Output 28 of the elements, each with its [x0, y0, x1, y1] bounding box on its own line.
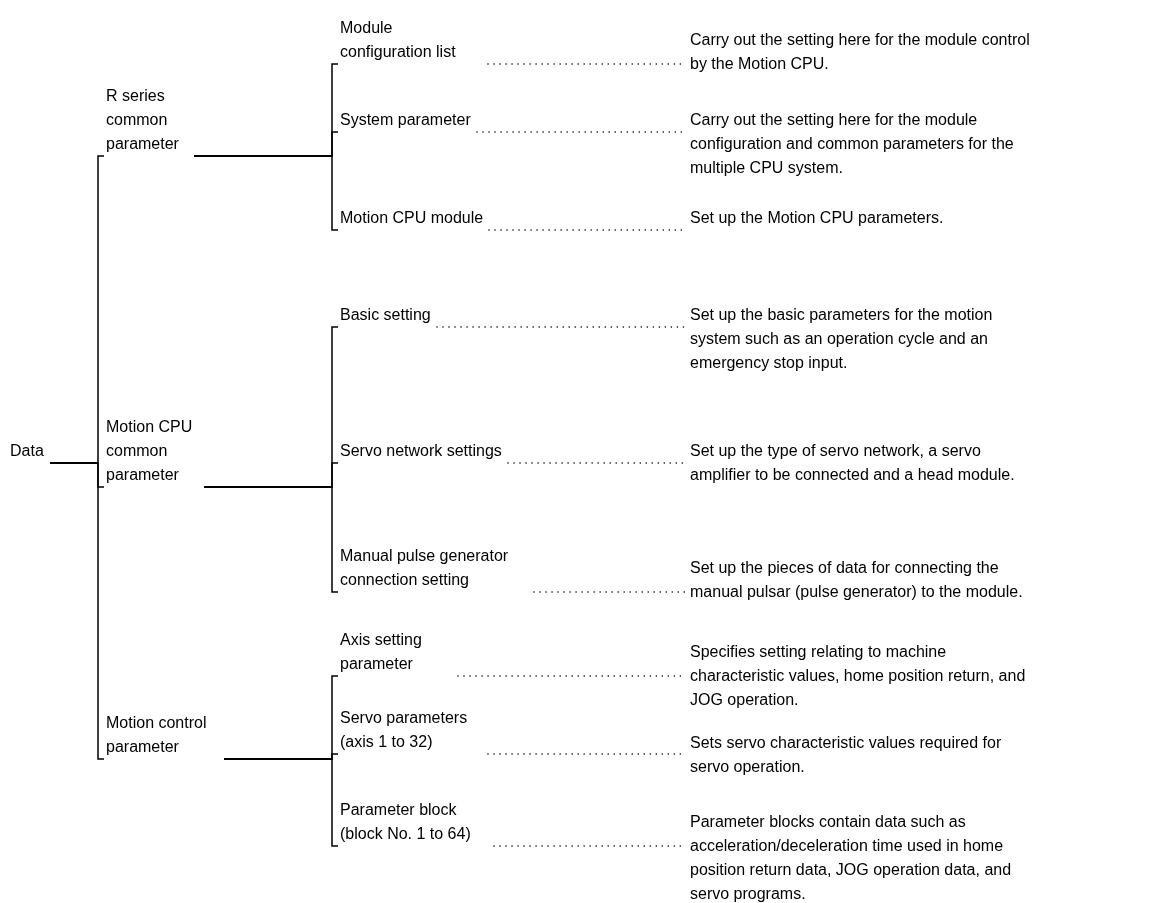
description-text: Set up the pieces of data for connecting the manual pulsar (pulse generator) to the module.: [690, 556, 1040, 604]
dotted-leader-line: [436, 326, 687, 328]
category-label: Motion control parameter: [106, 711, 218, 759]
category-label: R series common parameter: [106, 84, 188, 156]
description-text: Carry out the setting here for the module configuration and common parameters for the multiple CPU system.: [690, 108, 1040, 180]
item-label: Manual pulse generator connection setting: [340, 544, 528, 592]
item-label: Servo parameters (axis 1 to 32): [340, 706, 482, 754]
description-text: Sets servo characteristic values required for servo operation.: [690, 731, 1040, 779]
tree-connector: [223, 758, 339, 847]
description-text: Parameter blocks contain data such as acceleration/deceleration time used in home position return data, JOG operation data, and servo programs.: [690, 810, 1040, 903]
dotted-leader-line: [533, 591, 687, 593]
item-label: System parameter: [340, 108, 471, 132]
description-text: Specifies setting relating to machine characteristic values, home position return, and JOG operation.: [690, 640, 1040, 712]
root-label: Data: [10, 439, 44, 463]
item-label: Basic setting: [340, 303, 431, 327]
description-text: Set up the type of servo network, a servo amplifier to be connected and a head module.: [690, 439, 1040, 487]
item-label: Servo network settings: [340, 439, 502, 463]
description-text: Set up the Motion CPU parameters.: [690, 206, 1040, 230]
item-label: Axis setting parameter: [340, 628, 452, 676]
item-label: Module configuration list: [340, 16, 482, 64]
tree-connector: [49, 462, 105, 760]
item-label: Parameter block (block No. 1 to 64): [340, 798, 488, 846]
tree-connector: [193, 155, 339, 231]
description-text: Carry out the setting here for the module control by the Motion CPU.: [690, 28, 1040, 76]
item-label: Motion CPU module: [340, 206, 484, 230]
tree-connector: [203, 486, 339, 593]
description-text: Set up the basic parameters for the motion system such as an operation cycle and an emergency stop input.: [690, 303, 1040, 375]
category-label: Motion CPU common parameter: [106, 415, 198, 487]
